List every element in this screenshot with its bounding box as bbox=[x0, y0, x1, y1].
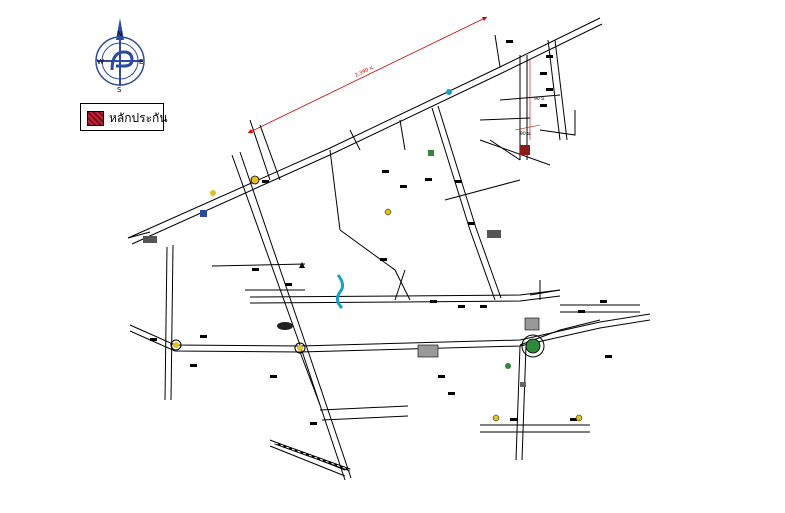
compass-w: W bbox=[97, 58, 104, 66]
compass-e: E bbox=[139, 58, 143, 66]
building-icons bbox=[143, 89, 583, 422]
compass-rose-icon: N S E W bbox=[95, 18, 145, 94]
legend-label: หลักประกัน bbox=[109, 111, 168, 125]
distance-label-1: 90 ม. bbox=[534, 96, 546, 102]
canal bbox=[335, 274, 345, 310]
landmark-markers bbox=[150, 40, 612, 425]
distance-marks bbox=[514, 60, 541, 140]
distance-scale-line: 2,390 ม. bbox=[247, 16, 488, 134]
compass-n: N bbox=[117, 30, 122, 38]
compass-s: S bbox=[117, 86, 122, 94]
legend-box: หลักประกัน bbox=[80, 103, 168, 131]
railway bbox=[274, 441, 351, 472]
distance-label-2: 90 ม. bbox=[520, 131, 532, 137]
road-network bbox=[127, 17, 651, 481]
collateral-swatch-icon bbox=[87, 111, 104, 126]
roundabout-marker bbox=[170, 175, 545, 358]
